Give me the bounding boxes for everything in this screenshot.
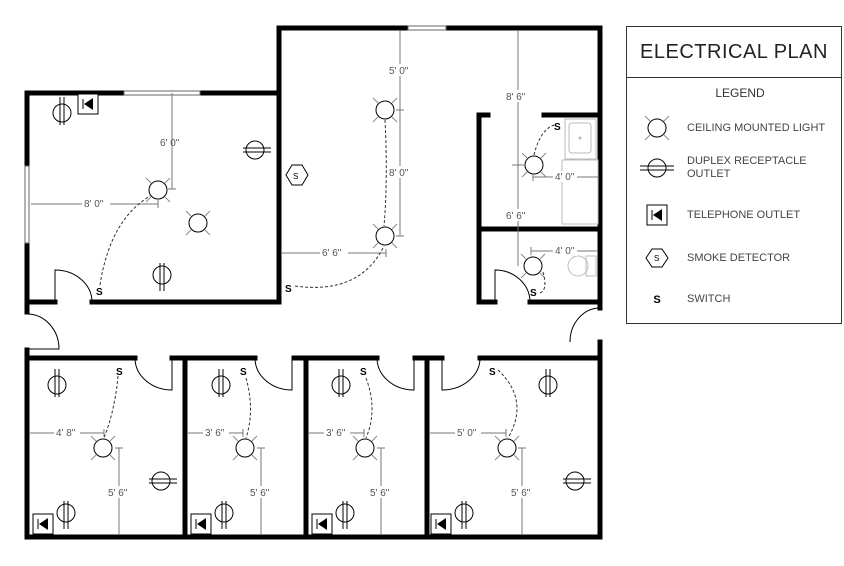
legend-item: DUPLEX RECEPTACLE OUTLET	[627, 155, 841, 181]
bathrooms: 8' 6" 6' 6" S 4' 0" S 4' 0"	[476, 25, 603, 359]
legend-subtitle: LEGEND	[715, 86, 765, 100]
switch-symbol: S	[653, 293, 661, 306]
dimension-label: 5' 6"	[370, 488, 390, 499]
dimension-label: 4' 0"	[555, 246, 575, 257]
legend-label: CEILING MOUNTED LIGHT	[687, 121, 826, 134]
legend-panel: ELECTRICAL PLAN LEGEND CEILING MOUNTED L…	[626, 26, 842, 324]
dimension-label: 4' 0"	[555, 172, 575, 183]
legend-label: DUPLEX RECEPTACLE OUTLET	[687, 155, 807, 180]
dimension-label: 8' 0"	[84, 199, 104, 210]
legend-title: ELECTRICAL PLAN	[627, 27, 841, 78]
dimension-label: 6' 6"	[506, 211, 526, 222]
dimension-label: 3' 6"	[326, 428, 346, 439]
dimension-label: 4' 8"	[56, 428, 76, 439]
switch-symbol: S	[285, 284, 292, 295]
switch-symbol: S	[116, 367, 123, 378]
dimension-label: 5' 6"	[250, 488, 270, 499]
switch-symbol: S	[96, 287, 103, 298]
switch-symbol: S	[554, 122, 561, 133]
dimension-label: 5' 0"	[457, 428, 477, 439]
dimension-label: 6' 6"	[322, 248, 342, 259]
dimension-label: 8' 0"	[389, 168, 409, 179]
dimension-label: 3' 6"	[205, 428, 225, 439]
legend-label: TELEPHONE OUTLET	[687, 208, 801, 221]
legend-label: SMOKE DETECTOR	[687, 251, 791, 264]
svg-text:S: S	[654, 254, 659, 263]
switch-symbol: S	[360, 367, 367, 378]
smoke-detector-symbol: S	[293, 172, 298, 181]
dimension-label: 5' 0"	[389, 66, 409, 77]
dimension-label: 5' 6"	[511, 488, 531, 499]
floor-plan: 6' 0" 8' 0" S S 5' 0" 8' 0" 6' 6" S	[24, 25, 603, 540]
legend-item: TELEPHONE OUTLET	[627, 203, 841, 227]
dimension-label: 8' 6"	[506, 92, 526, 103]
telephone-outlet-icon	[627, 203, 687, 227]
room-top-left: 6' 0" 8' 0" S	[24, 90, 282, 305]
switch-symbol: S	[240, 367, 247, 378]
dimension-label: 5' 6"	[108, 488, 128, 499]
legend-item: S SMOKE DETECTOR	[627, 247, 841, 269]
switch-symbol: S	[489, 367, 496, 378]
switch-icon: S	[627, 294, 687, 306]
dimension-label: 6' 0"	[160, 138, 180, 149]
duplex-outlet-icon	[627, 156, 687, 180]
legend-item: S SWITCH	[627, 293, 841, 306]
switch-symbol: S	[530, 288, 537, 299]
room-central: S 5' 0" 8' 0" 6' 6" S	[276, 25, 603, 305]
legend-item: CEILING MOUNTED LIGHT	[627, 113, 841, 143]
ceiling-light-icon	[627, 113, 687, 143]
legend-label: SWITCH	[687, 293, 731, 305]
lower-offices: S 4' 8" 5' 6" S 3' 6" 5' 6" S	[24, 347, 603, 540]
smoke-detector-icon: S	[627, 247, 687, 269]
